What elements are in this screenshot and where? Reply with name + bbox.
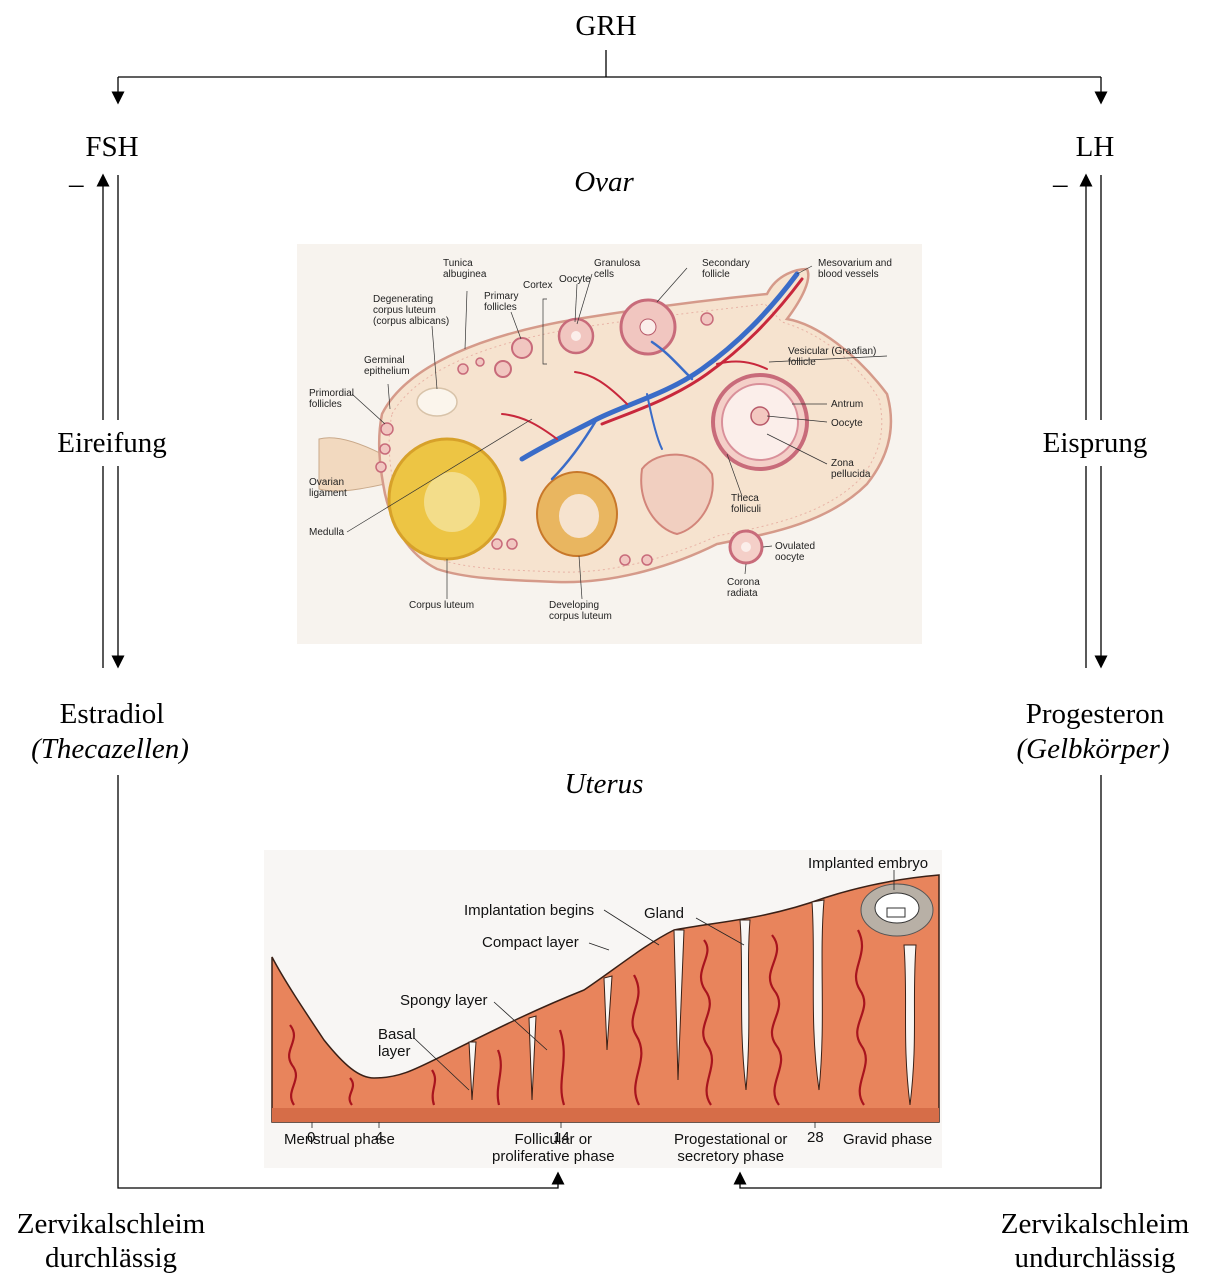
theca-label: Theca folliculi bbox=[731, 493, 761, 515]
gelbkoerper-label: (Gelbkörper) bbox=[1016, 735, 1169, 764]
secondary-follicle-label: Secondary follicle bbox=[702, 258, 750, 280]
implantation-begins-label: Implantation begins bbox=[464, 902, 594, 919]
granulosa-label: Granulosa cells bbox=[594, 258, 640, 280]
eireifung-label: Eireifung bbox=[57, 429, 167, 458]
zona-label: Zona pellucida bbox=[831, 458, 870, 480]
secretory-phase-label: Progestational or secretory phase bbox=[674, 1131, 787, 1165]
grh-label: GRH bbox=[575, 12, 636, 41]
day-28-tick: 28 bbox=[807, 1129, 824, 1146]
primary-follicles-label: Primary follicles bbox=[484, 291, 518, 313]
spongy-layer-label: Spongy layer bbox=[400, 992, 488, 1009]
progesteron-label: Progesteron bbox=[1026, 700, 1165, 729]
ovary-illustration: Tunica albuginea Granulosa cells Seconda… bbox=[297, 244, 922, 644]
gravid-phase-label: Gravid phase bbox=[843, 1131, 932, 1148]
gland-label: Gland bbox=[644, 905, 684, 922]
mucus-right-line1: Zervikalschleim bbox=[1001, 1210, 1189, 1239]
implanted-embryo-label: Implanted embryo bbox=[808, 855, 928, 872]
uterus-heading: Uterus bbox=[565, 770, 644, 799]
lh-label: LH bbox=[1076, 133, 1115, 162]
corona-radiata-label: Corona radiata bbox=[727, 577, 760, 599]
oocyte-right-label: Oocyte bbox=[831, 418, 863, 429]
degenerating-label: Degenerating corpus luteum (corpus albic… bbox=[373, 294, 449, 327]
antrum-label: Antrum bbox=[831, 399, 863, 410]
developing-corpus-luteum-label: Developing corpus luteum bbox=[549, 600, 612, 622]
eisprung-label: Eisprung bbox=[1043, 429, 1148, 458]
estradiol-label: Estradiol bbox=[60, 700, 165, 729]
primordial-label: Primordial follicles bbox=[309, 388, 354, 410]
germinal-label: Germinal epithelium bbox=[364, 355, 410, 377]
medulla-label: Medulla bbox=[309, 527, 344, 538]
cortex-label: Cortex bbox=[523, 280, 552, 291]
compact-layer-label: Compact layer bbox=[482, 934, 579, 951]
follicular-phase-label: Follicular or proliferative phase bbox=[492, 1131, 615, 1165]
corpus-luteum-label: Corpus luteum bbox=[409, 600, 474, 611]
ovary-heading: Ovar bbox=[574, 168, 634, 197]
mucus-right-line2: undurchlässig bbox=[1014, 1244, 1175, 1273]
mesovarium-label: Mesovarium and blood vessels bbox=[818, 258, 892, 280]
basal-layer-label: Basal layer bbox=[378, 1026, 416, 1060]
ovulated-oocyte-label: Ovulated oocyte bbox=[775, 541, 815, 563]
lh-inhibition-sign: – bbox=[1053, 170, 1068, 199]
mucus-left-line1: Zervikalschleim bbox=[17, 1210, 205, 1239]
ovarian-ligament-label: Ovarian ligament bbox=[309, 477, 347, 499]
uterus-illustration: Implanted embryo Implantation begins Gla… bbox=[264, 850, 942, 1168]
fsh-inhibition-sign: – bbox=[69, 170, 84, 199]
tunica-label: Tunica albuginea bbox=[443, 258, 486, 280]
menstrual-phase-label: Menstrual phase bbox=[284, 1131, 395, 1148]
mucus-left-line2: durchlässig bbox=[45, 1244, 177, 1273]
fsh-label: FSH bbox=[85, 133, 138, 162]
vesicular-label: Vesicular (Graafian) follicle bbox=[788, 346, 876, 368]
oocyte-top-label: Oocyte bbox=[559, 274, 591, 285]
thecazellen-label: (Thecazellen) bbox=[31, 735, 189, 764]
